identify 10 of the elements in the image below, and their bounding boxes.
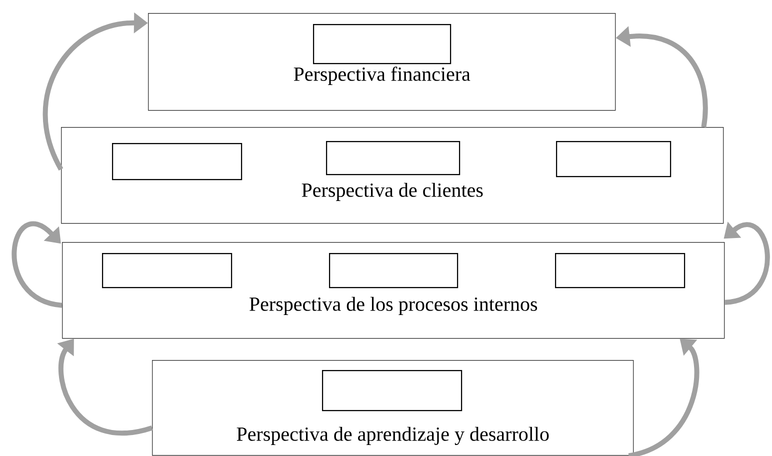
empty-box	[329, 253, 458, 288]
curved-arrow	[628, 338, 700, 456]
empty-box	[322, 370, 462, 412]
empty-box	[313, 24, 452, 64]
empty-box	[555, 253, 686, 288]
empty-box	[112, 143, 242, 180]
empty-box	[102, 253, 232, 288]
empty-box	[556, 141, 672, 178]
empty-box	[326, 141, 460, 176]
curved-arrow	[12, 221, 63, 308]
